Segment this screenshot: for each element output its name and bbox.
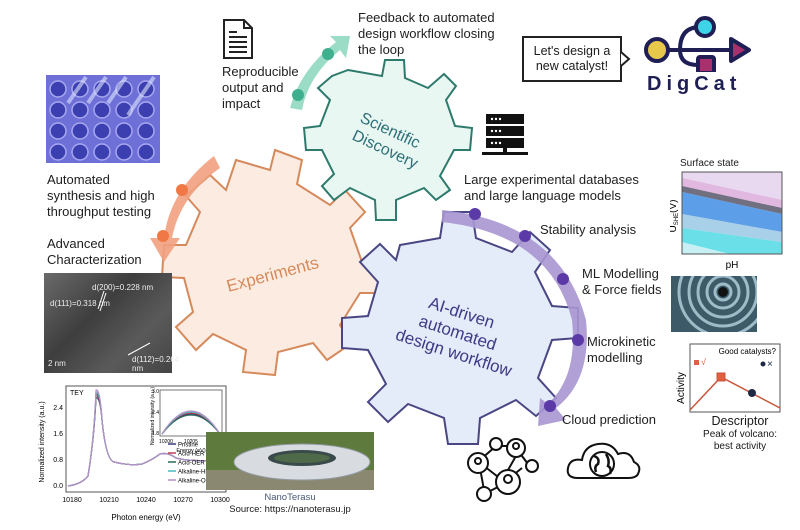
volcano-plot: Good catalysts? √ × Activity [676,343,781,413]
xas-curve [67,389,225,487]
digcat-wordmark: DigCat [647,73,742,95]
xas-inset-ytick: 1.8 [152,431,159,437]
volcano-ylabel: Activity [676,372,687,404]
xas-legend-entry: Acid-OER [178,461,205,467]
well [137,143,155,161]
bad-catalyst-marker [760,361,766,367]
well [93,122,111,140]
xas-ytick: 0.0 [53,483,63,490]
ml-force-field-image [671,276,757,332]
speech-bubble-tail [621,51,631,67]
xas-xtick: 10240 [136,497,156,504]
cloud-prediction-label: Cloud prediction [562,412,656,427]
xas-legend-entry: Pristine [178,443,199,449]
xas-inset-curve [161,414,221,435]
xas-ytick: 0.8 [53,457,63,464]
surface-state-xlabel: pH [726,260,739,271]
well [115,122,133,140]
stability-analysis-label: Stability analysis [540,222,637,237]
well [71,122,89,140]
xas-inset-xlabel: Energy (eV) [176,448,206,454]
well [71,101,89,119]
experiments-gear: Experiments [160,148,387,377]
xas-xtick: 10300 [210,497,230,504]
xas-ytick: 1.6 [53,431,63,438]
digcat-logo-icon [644,16,751,72]
microkinetic-label: Microkinetic modelling [587,334,656,365]
xas-plot: TEY Normalized intensity (a.u.) 0.0 0.8 1.… [39,385,230,522]
well [49,122,67,140]
nanoterasu-image [206,432,374,490]
volcano-bad-point [748,389,756,397]
ml-modelling-label: ML Modelling & Force fields [582,266,662,297]
well [93,143,111,161]
discovery-arrow [290,36,350,110]
well [115,143,133,161]
advanced-characterization-label: Advanced Characterization [47,236,142,267]
reproducible-label: Reproducible output and impact [222,64,299,111]
speech-bubble: Let's design a new catalyst! [522,36,622,82]
xas-ytick: 2.4 [53,405,63,412]
well [137,101,155,119]
bad-catalyst-cross: × [767,359,773,370]
xas-xlabel: Photon energy (eV) [111,513,181,522]
xas-ylabel: Normalized intensity (a.u.) [39,401,46,482]
xas-inset-ytick: 3.0 [152,389,159,395]
xas-mode-label: TEY [70,390,84,397]
well [71,143,89,161]
xas-inset-xtick: 10200 [159,439,173,445]
well-plate-image [46,75,160,163]
volcano-peak-point [716,372,726,382]
good-catalyst-marker [694,360,699,365]
well [49,80,67,98]
feedback-label: Feedback to automated design workflow cl… [358,10,495,57]
surface-state-title: Surface state [680,158,739,169]
automated-synthesis-label: Automated synthesis and high throughput … [47,172,155,219]
cloud-globe-icon [566,442,641,479]
surface-state-ylabel: USHE(V) [670,200,680,233]
xas-xtick: 10270 [173,497,193,504]
xas-inset-xtick: 10205 [184,439,198,445]
databases-label: Large experimental databases and large l… [464,172,639,203]
well [93,101,111,119]
xas-inset-ytick: 2.4 [152,410,159,416]
well [49,143,67,161]
ai-workflow-gear: AI-driven automated design workflow [341,211,579,445]
xas-xtick: 10210 [99,497,119,504]
ai-arrow [442,208,587,426]
xas-xtick: 10180 [62,497,82,504]
well [137,122,155,140]
tem-image: d(200)=0.228 nm d(111)=0.318 nm d(112)=0… [44,273,179,373]
xas-legend-entry: Acid-HER [178,452,205,458]
xas-inset-curve [161,410,221,435]
volcano-caption: Peak of volcano: best activity [703,429,777,452]
volcano-title: Good catalysts? [719,347,777,356]
discovery-gear: Scientific Discovery [302,59,474,221]
well [49,101,67,119]
user-network-icon [467,437,539,502]
xas-legend-entry: Alkaline-OER [178,479,215,485]
xas-legend-entry: Alkaline-HER [178,470,214,476]
good-catalyst-check: √ [701,357,706,367]
xas-inset-ylabel: Normalized intensity (a.u.) [150,387,156,445]
nanoterasu-source-link[interactable]: Source: https://nanoterasu.jp [229,504,351,515]
volcano-xlabel: Descriptor [711,414,769,428]
experiments-arrow [150,156,220,262]
server-database-icon [482,114,528,155]
nanoterasu-caption: NanoTerasu Source: https://nanoterasu.jp [206,492,374,516]
document-icon [223,19,253,59]
surface-state-plot: USHE(V) pH [670,171,783,271]
